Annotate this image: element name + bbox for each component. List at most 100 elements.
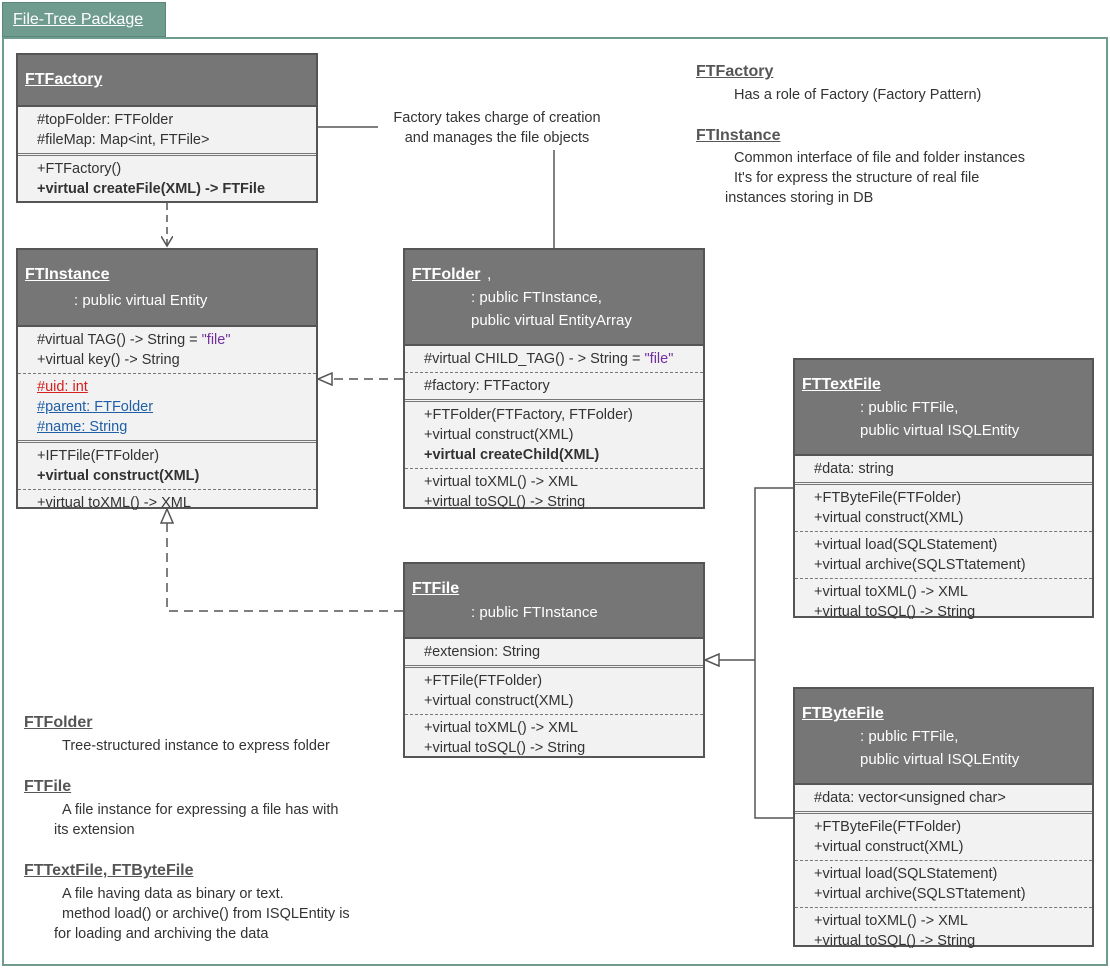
persistence-section: +virtual load(SQLStatement) +virtual arc…	[795, 532, 1092, 579]
class-name: FTFile	[412, 580, 460, 597]
class-stereotype: : public FTInstance	[471, 604, 598, 621]
class-header: FTInstance : public virtual Entity	[18, 250, 316, 327]
note-title-file: FTFile	[24, 778, 72, 795]
attributes-section: #data: vector<unsigned char>	[795, 785, 1092, 814]
uid-attribute: #uid: int	[37, 379, 88, 395]
method-row: +virtual createFile(XML) -> FTFile	[37, 181, 266, 197]
method-row: +FTByteFile(FTFolder)	[814, 490, 962, 506]
methods-section: +FTByteFile(FTFolder) +virtual construct…	[795, 485, 1092, 532]
note-title-factory: FTFactory	[696, 63, 774, 80]
method-row: +FTByteFile(FTFolder)	[814, 819, 962, 835]
note-line: A file instance for expressing a file ha…	[62, 802, 339, 818]
parent-attribute: #parent: FTFolder	[37, 399, 154, 415]
attribute-row: #topFolder: FTFolder	[37, 112, 174, 128]
note-line: Common interface of file and folder inst…	[734, 150, 1025, 166]
attribute-row: #virtual CHILD_TAG() - > String = "file"	[424, 349, 703, 369]
serialize-section: +virtual toXML() -> XML +virtual toSQL()…	[795, 908, 1092, 954]
class-stereotype: : public FTFile,	[860, 728, 959, 745]
class-name-text: FTFolder	[412, 266, 481, 283]
class-stereotype: : public virtual Entity	[74, 292, 208, 309]
note-line: It's for express the structure of real f…	[734, 170, 980, 186]
class-stereotype: public virtual ISQLEntity	[860, 422, 1020, 439]
class-name-suffix: ,	[487, 266, 492, 283]
name-attribute: #name: String	[37, 419, 128, 435]
note-line: Has a role of Factory (Factory Pattern)	[734, 87, 982, 103]
method-row: +virtual archive(SQLSTtatement)	[814, 557, 1026, 573]
serialize-section: +virtual toXML() -> XML +virtual toSQL()…	[405, 715, 703, 761]
method-row: +virtual construct(XML)	[424, 693, 574, 709]
method-row: +FTFolder(FTFactory, FTFolder)	[424, 407, 633, 423]
method-row: +FTFile(FTFolder)	[424, 673, 543, 689]
method-row: +FTFactory()	[37, 161, 122, 177]
note-file: A file instance for expressing a file ha…	[54, 800, 338, 840]
note-textbyte: A file having data as binary or text. me…	[54, 884, 350, 944]
method-row: +virtual construct(XML)	[424, 427, 574, 443]
class-fttextfile: FTTextFile : public FTFile, public virtu…	[793, 358, 1094, 620]
class-name: FTFolder	[412, 266, 480, 284]
note-folder: Tree-structured instance to express fold…	[62, 736, 330, 756]
methods-section: +IFTFile(FTFolder) +virtual construct(XM…	[18, 443, 316, 490]
method-row: +virtual toXML() -> XML	[37, 495, 191, 511]
note-instance: Common interface of file and folder inst…	[725, 148, 1025, 208]
class-stereotype: : public FTFile,	[860, 399, 959, 416]
attributes-section: #topFolder: FTFolder #fileMap: Map<int, …	[18, 107, 316, 156]
note-line: method load() or archive() from ISQLEnti…	[62, 906, 350, 922]
class-name: FTByteFile	[802, 705, 884, 722]
persistence-section: +virtual load(SQLStatement) +virtual arc…	[795, 861, 1092, 908]
note-title-instance: FTInstance	[696, 127, 781, 144]
method-row: +virtual construct(XML)	[814, 839, 964, 855]
tag-section: #virtual CHILD_TAG() - > String = "file"	[405, 346, 703, 373]
serialize-section: +virtual toXML() -> XML +virtual toSQL()…	[405, 469, 703, 515]
class-stereotype: : public FTInstance,	[471, 289, 602, 306]
method-row: +virtual toXML() -> XML	[424, 474, 578, 490]
tag-section: #virtual TAG() -> String = "file" +virtu…	[18, 327, 316, 374]
method-row: +virtual key() -> String	[37, 352, 180, 368]
methods-section: +FTFolder(FTFactory, FTFolder) +virtual …	[405, 402, 703, 469]
package-title: File-Tree Package	[13, 11, 144, 28]
methods-section: +FTByteFile(FTFolder) +virtual construct…	[795, 814, 1092, 861]
class-stereotype: public virtual EntityArray	[471, 312, 632, 329]
class-name: FTTextFile	[802, 376, 881, 393]
class-ftfolder: FTFolder , : public FTInstance, public v…	[403, 248, 705, 510]
attribute-row: #extension: String	[424, 644, 541, 660]
class-ftfile: FTFile : public FTInstance #extension: S…	[403, 562, 705, 758]
package-frame	[2, 37, 1108, 966]
factory-callout: Factory takes charge of creation and man…	[378, 108, 616, 148]
note-line: its extension	[54, 822, 135, 838]
attribute-row: #virtual TAG() -> String = "file"	[37, 330, 316, 350]
realization-file-instance	[167, 509, 403, 612]
callout-line-2: and manages the file objects	[404, 130, 590, 146]
class-header: FTFactory	[18, 55, 316, 107]
note-line: for loading and archiving the data	[54, 926, 269, 942]
tag-text: #virtual CHILD_TAG() - > String =	[424, 351, 645, 367]
attributes-section: #factory: FTFactory	[405, 373, 703, 402]
class-header: FTFile : public FTInstance	[405, 564, 703, 639]
method-row: +IFTFile(FTFolder)	[37, 448, 160, 464]
tag-text: #virtual TAG() -> String =	[37, 332, 202, 348]
attribute-row: #fileMap: Map<int, FTFile>	[37, 132, 210, 148]
tag-string-value: "file"	[644, 351, 674, 367]
tag-string-value: "file"	[201, 332, 231, 348]
method-row: +virtual toSQL() -> String	[424, 740, 586, 756]
serialize-section: +virtual toXML() -> XML	[18, 490, 316, 516]
note-line: Tree-structured instance to express fold…	[62, 738, 330, 754]
class-header: FTTextFile : public FTFile, public virtu…	[795, 360, 1092, 456]
method-row: +virtual toXML() -> XML	[814, 584, 968, 600]
method-row: +virtual toXML() -> XML	[424, 720, 578, 736]
method-row: +virtual toSQL() -> String	[814, 604, 976, 620]
serialize-section: +virtual toXML() -> XML +virtual toSQL()…	[795, 579, 1092, 625]
class-header: FTByteFile : public FTFile, public virtu…	[795, 689, 1092, 785]
callout-line-1: Factory takes charge of creation	[393, 110, 601, 126]
methods-section: +FTFactory() +virtual createFile(XML) ->…	[18, 156, 316, 202]
attributes-section: #uid: int #parent: FTFolder #name: Strin…	[18, 374, 316, 443]
attributes-section: #data: string	[795, 456, 1092, 485]
method-row: +virtual construct(XML)	[814, 510, 964, 526]
attribute-row: #data: vector<unsigned char>	[814, 790, 1006, 806]
attribute-row: #data: string	[814, 461, 894, 477]
attributes-section: #extension: String	[405, 639, 703, 668]
note-line: instances storing in DB	[725, 190, 874, 206]
method-row: +virtual toSQL() -> String	[424, 494, 586, 510]
class-stereotype: public virtual ISQLEntity	[860, 751, 1020, 768]
class-name: FTFactory	[25, 71, 103, 88]
